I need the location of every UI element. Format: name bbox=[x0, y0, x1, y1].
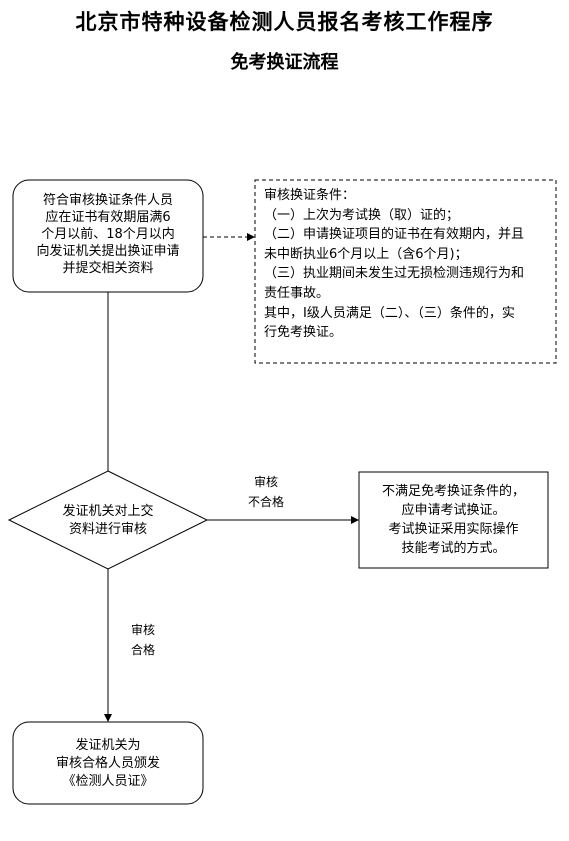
start-line: 个月以前、18个月以内 bbox=[41, 227, 175, 242]
review-line: 发证机关对上交 bbox=[62, 504, 154, 519]
fail-label-line: 审核 bbox=[253, 475, 278, 489]
fail-label-line: 不合格 bbox=[247, 495, 284, 509]
conditions-text: 审核换证条件： （一）上次为考试换（取）证的； （二）申请换证项目的证书在有效期… bbox=[264, 186, 554, 343]
condition-line: （三）执业期间未发生过无损检测违规行为和 bbox=[264, 266, 525, 282]
condition-line: 行免考换证。 bbox=[264, 325, 343, 341]
pass-edge-label: 审核 合格 bbox=[118, 620, 168, 660]
review-node-text: 发证机关对上交 资料进行审核 bbox=[28, 503, 188, 539]
page-title: 北京市特种设备检测人员报名考核工作程序 bbox=[75, 9, 494, 34]
fail-edge-label: 审核 不合格 bbox=[236, 472, 296, 512]
condition-line: （二）申请换证项目的证书在有效期内，并且 bbox=[264, 227, 525, 243]
conditions-box bbox=[254, 179, 557, 364]
start-line: 向发证机关提出换证申请 bbox=[36, 244, 180, 259]
condition-line: 其中，I级人员满足（二）、（三）条件的，实 bbox=[264, 305, 515, 321]
issue-node-text: 发证机关为 审核合格人员颁发 《检测人员证》 bbox=[13, 737, 203, 791]
condition-line: 未中断执业6个月以上（含6个月)； bbox=[264, 246, 468, 262]
fail-result-line: 不满足免考换证条件的， bbox=[381, 484, 525, 499]
fail-result-line: 技能考试的方式。 bbox=[401, 541, 506, 556]
fail-result-box bbox=[358, 471, 549, 569]
pass-label-line: 合格 bbox=[130, 643, 155, 657]
start-line: 并提交相关资料 bbox=[62, 261, 154, 276]
issue-line: 审核合格人员颁发 bbox=[55, 756, 160, 771]
page-subtitle: 免考换证流程 bbox=[230, 52, 339, 73]
condition-line: 责任事故。 bbox=[264, 285, 330, 301]
start-line: 符合审核换证条件人员 bbox=[42, 193, 173, 208]
pass-label-line: 审核 bbox=[130, 623, 155, 637]
fail-result-line: 应申请考试换证。 bbox=[401, 503, 506, 518]
fail-result-text: 不满足免考换证条件的， 应申请考试换证。 考试换证采用实际操作 技能考试的方式。 bbox=[359, 482, 548, 558]
issue-line: 《检测人员证》 bbox=[62, 774, 154, 789]
issue-box bbox=[12, 721, 204, 805]
start-line: 应在证书有效期届满6 bbox=[45, 210, 171, 225]
fail-result-line: 考试换证采用实际操作 bbox=[388, 522, 519, 537]
condition-line: （一）上次为考试换（取）证的； bbox=[264, 207, 460, 223]
issue-line: 发证机关为 bbox=[75, 738, 141, 753]
start-node-text: 符合审核换证条件人员 应在证书有效期届满6 个月以前、18个月以内 向发证机关提… bbox=[13, 192, 203, 277]
condition-line: 审核换证条件： bbox=[264, 188, 356, 203]
review-line: 资料进行审核 bbox=[68, 522, 147, 537]
